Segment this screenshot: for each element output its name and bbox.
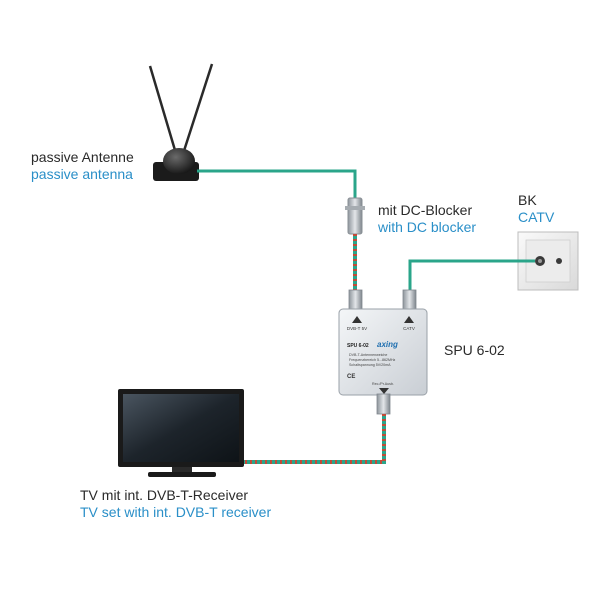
splitter-spec-line-1: DVB-T-Antennenweiche bbox=[349, 353, 387, 357]
antenna-rod-left bbox=[148, 65, 179, 158]
catv-label-en: CATV bbox=[518, 209, 555, 225]
antenna-label-en: passive antenna bbox=[31, 166, 133, 182]
splitter-brand-logo: axing bbox=[377, 340, 398, 349]
antenna bbox=[148, 63, 214, 181]
tv-neck bbox=[172, 467, 192, 473]
antenna-rod-right bbox=[180, 63, 214, 158]
splitter-port-bottom-label: Rec./Pr.Ausb. bbox=[372, 382, 394, 386]
tv-stand bbox=[148, 472, 216, 477]
catv-label-de: BK bbox=[518, 192, 537, 208]
splitter-spec-line-3: Schaltspannung 5V/20mA bbox=[349, 363, 391, 367]
splitter-ce-mark: CE bbox=[347, 374, 355, 380]
catv-socket-radio bbox=[556, 258, 562, 264]
dc-blocker-label: mit DC-Blocker with DC blocker bbox=[378, 202, 476, 236]
cable-catv bbox=[408, 259, 535, 292]
antenna-dome bbox=[163, 148, 195, 174]
splitter-device: DVB-T 5V CATV SPU 6-02 axing DVB-T-Anten… bbox=[338, 289, 428, 415]
dc-blocker-label-de: mit DC-Blocker bbox=[378, 202, 473, 218]
catv-label: BK CATV bbox=[518, 192, 554, 226]
cable-splitter-to-tv bbox=[243, 414, 386, 464]
cable-antenna bbox=[197, 169, 357, 199]
tv-label-en: TV set with int. DVB-T receiver bbox=[80, 504, 272, 520]
dc-blocker bbox=[345, 197, 365, 235]
splitter-label: SPU 6-02 bbox=[444, 342, 505, 359]
antenna-label-de: passive Antenne bbox=[31, 149, 134, 165]
splitter-spec-line-2: Frequenzbereich 5...862MHz bbox=[349, 358, 396, 362]
splitter-label-name: SPU 6-02 bbox=[444, 342, 505, 358]
tv-label: TV mit int. DVB-T-Receiver TV set with i… bbox=[80, 487, 271, 521]
splitter-port-right-label: CATV bbox=[403, 326, 415, 331]
tv-label-de: TV mit int. DVB-T-Receiver bbox=[80, 487, 249, 503]
tv-screen bbox=[123, 394, 239, 462]
tv-set bbox=[118, 389, 244, 477]
splitter-port-out bbox=[376, 393, 391, 415]
splitter-port-left-label: DVB-T 5V bbox=[347, 326, 367, 331]
splitter-model-label: SPU 6-02 bbox=[347, 343, 369, 349]
antenna-label: passive Antenne passive antenna bbox=[31, 149, 134, 183]
dc-blocker-label-en: with DC blocker bbox=[378, 219, 477, 235]
